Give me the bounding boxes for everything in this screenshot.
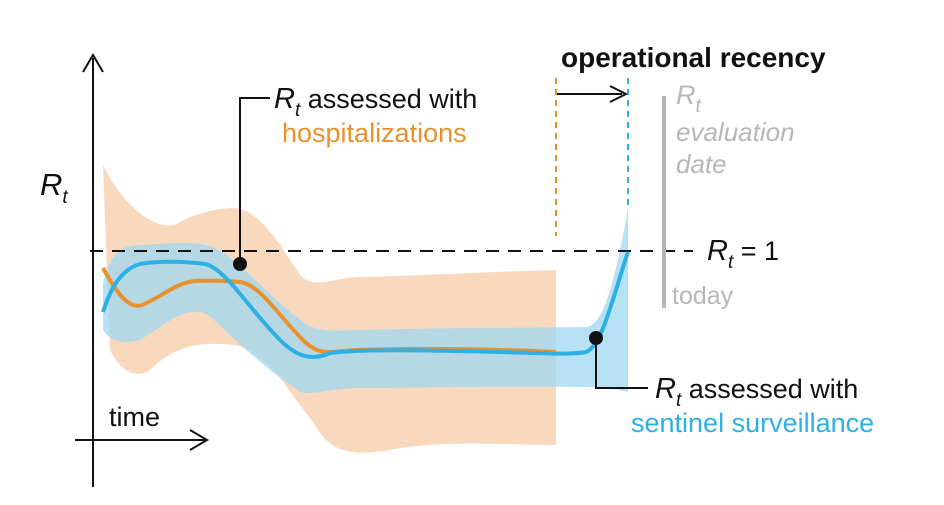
- eval-date-line2: evaluation: [676, 117, 795, 147]
- threshold-label: Rt = 1: [707, 235, 779, 273]
- eval-date-line3: date: [676, 149, 727, 179]
- sentinel-callout-line1: Rt assessed with: [655, 373, 858, 411]
- x-axis-label: time: [109, 402, 160, 432]
- operational-recency-title: operational recency: [561, 42, 826, 73]
- sentinel-uncertainty-band: [103, 208, 628, 394]
- hospitalization-callout-leader: [233, 97, 270, 271]
- today-label: today: [672, 282, 734, 310]
- sentinel-estimate-line: [101, 251, 630, 359]
- sentinel-callout-leader: [589, 331, 648, 389]
- y-axis-label: Rt: [40, 167, 68, 208]
- eval-date-label: Rt: [676, 80, 702, 117]
- hospitalization-callout-line1: Rt assessed with: [274, 83, 477, 121]
- recency-arrow: [556, 85, 629, 103]
- sentinel-callout-line2: sentinel surveillance: [631, 408, 874, 438]
- y-axis: [82, 53, 104, 487]
- x-axis: [75, 429, 209, 451]
- hospitalization-callout-line2: hospitalizations: [282, 118, 467, 148]
